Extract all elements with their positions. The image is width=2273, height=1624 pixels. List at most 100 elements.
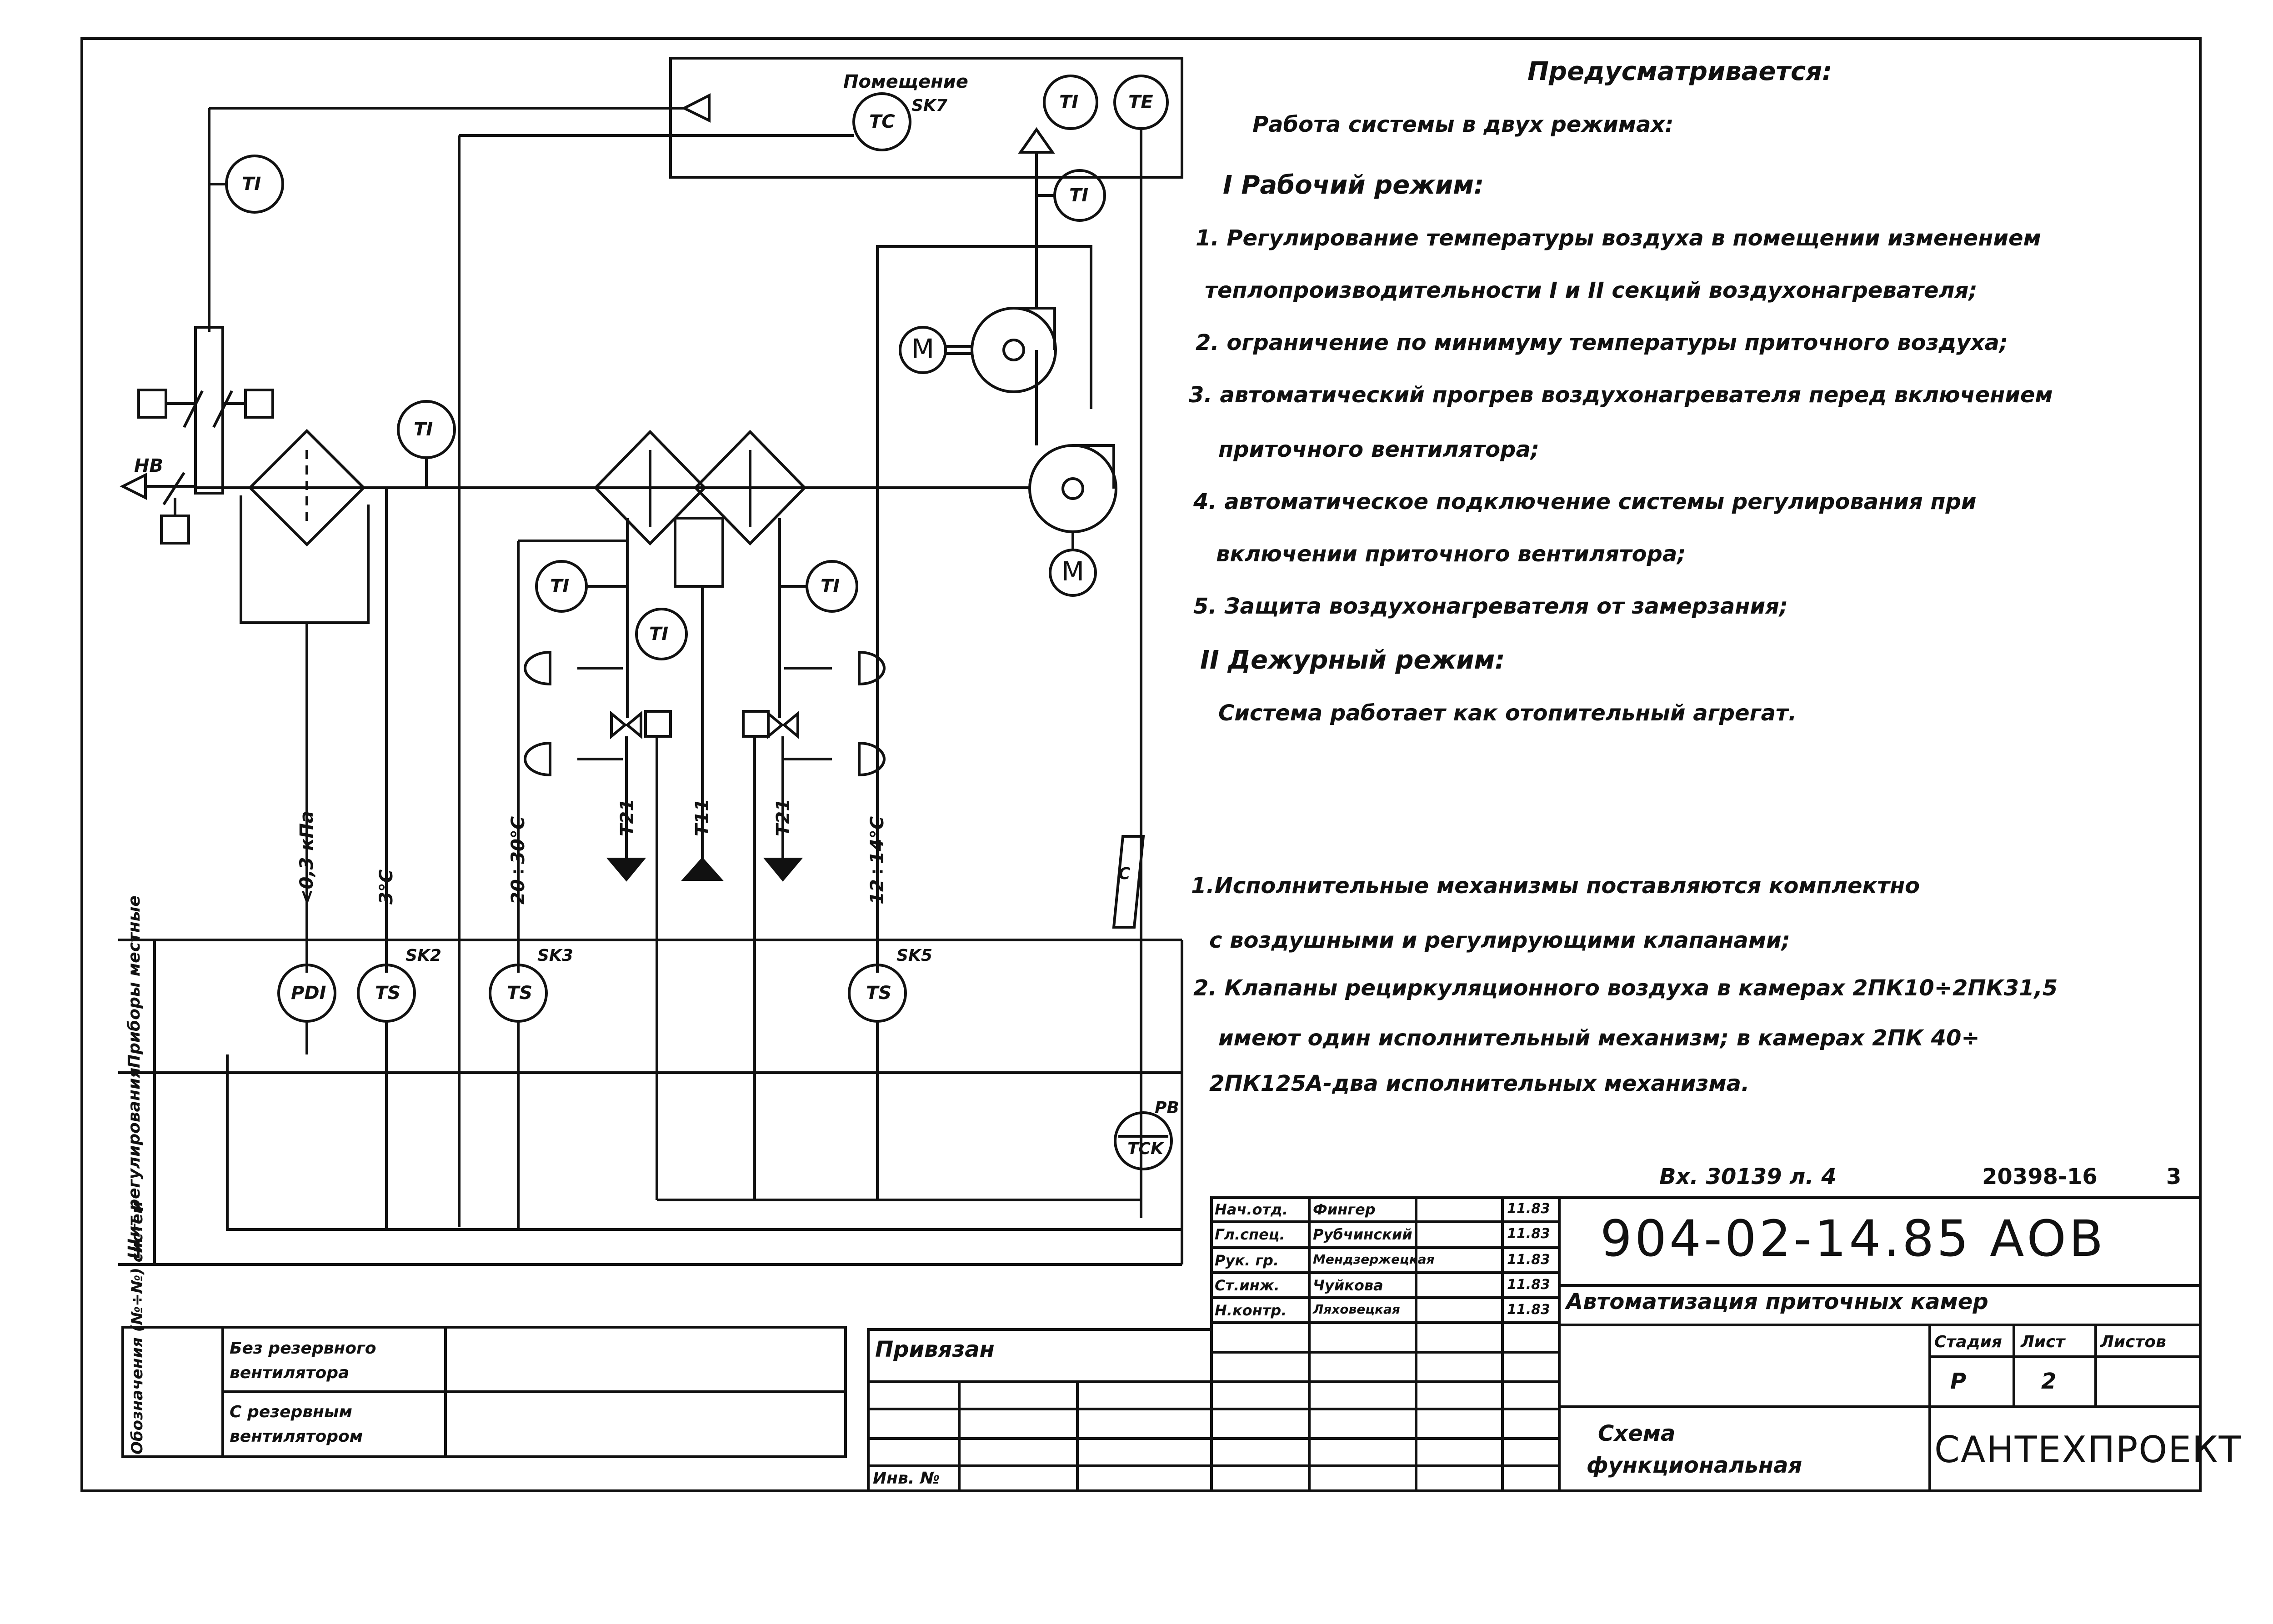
fan-lower — [1028, 444, 1117, 533]
drawing-name-2: функциональная — [1587, 1453, 1802, 1478]
sheet-ref: 3 — [2166, 1164, 2182, 1189]
ti-label-4: TI — [550, 576, 570, 597]
code-ref: 20398-16 — [1982, 1164, 2098, 1189]
organization: САНТЕХПРОЕКТ — [1934, 1429, 2242, 1471]
legend-row-1: Без резервного вентилятора — [230, 1339, 376, 1382]
sig-name-4: Чуйкова — [1313, 1277, 1383, 1294]
item-1b: теплопроизводительности I и II секций во… — [1205, 278, 1978, 303]
panel-bus-1 — [226, 1054, 1182, 1231]
note-2c: 2ПК125А-два исполнительных механизма. — [1209, 1071, 1750, 1096]
tc-label: TC — [869, 111, 895, 132]
item-1a: 1. Регулирование температуры воздуха в п… — [1196, 225, 2041, 251]
t21-right-label: Т21 — [773, 799, 794, 836]
sig-name-2: Рубчинский — [1313, 1226, 1412, 1243]
mode-1: I Рабочий режим: — [1223, 170, 1484, 200]
sig-date-3: 11.83 — [1507, 1252, 1550, 1268]
pdi-setpoint: <0,3 кПа — [296, 811, 317, 904]
item-2: 2. ограничение по минимуму температуры п… — [1196, 330, 2008, 355]
fan-lower-housing — [1073, 444, 1115, 489]
room-label: Помещение — [843, 71, 968, 92]
heater-return-header — [674, 517, 724, 588]
note-1a: 1.Исполнительные механизмы поставляются … — [1191, 873, 1920, 899]
control-valve-left — [610, 710, 642, 740]
drawing-name-1: Схема — [1598, 1421, 1676, 1446]
pump-right-1 — [858, 650, 886, 686]
air-heater-1 — [593, 430, 707, 546]
mode-2: II Дежурный режим: — [1200, 645, 1505, 675]
sk2-label: SK2 — [406, 946, 441, 965]
item-3a: 3. автоматический прогрев воздухонагрева… — [1189, 382, 2053, 408]
ts-label-sk3: TS — [507, 983, 533, 1004]
tck-label: TCK — [1127, 1139, 1163, 1158]
note-line-1: Работа системы в двух режимах: — [1252, 112, 1674, 137]
sk3-label: SK3 — [537, 946, 573, 965]
valve-actuator-right — [742, 710, 770, 738]
ti-label-1: TI — [242, 174, 261, 195]
legend-axis-label: Обозначения (№÷№) систем — [128, 1201, 146, 1454]
doc-number: 904-02-14.85 АОВ — [1600, 1209, 2106, 1268]
pb-label: PB — [1155, 1099, 1179, 1117]
supply-pipe-t21-left — [606, 858, 646, 882]
item-5: 5. Защита воздухонагревателя от замерзан… — [1193, 594, 1788, 619]
sig-name-1: Фингер — [1313, 1201, 1376, 1218]
motor-upper-label: М — [911, 333, 935, 364]
sig-name-3: Мендзержецкая — [1313, 1252, 1435, 1267]
sig-date-1: 11.83 — [1507, 1201, 1550, 1217]
note-2a: 2. Клапаны рециркуляционного воздуха в к… — [1193, 975, 2058, 1001]
sig-role-2: Гл.спец. — [1215, 1226, 1285, 1243]
sig-role-4: Ст.инж. — [1215, 1277, 1280, 1294]
motor-lower — [1049, 549, 1097, 597]
item-4b: включении приточного вентилятора; — [1216, 541, 1686, 567]
damper-actuator-1 — [137, 389, 167, 419]
sk7-label: SK7 — [911, 96, 947, 115]
ts2-setpoint: 3°C — [376, 869, 397, 904]
notes-header: Предусматривается: — [1527, 57, 1832, 86]
filter-pdi-loop — [240, 495, 370, 624]
nv-label: НВ — [134, 455, 163, 476]
ts3-setpoint: 20÷30°C — [508, 816, 529, 904]
sig-date-2: 11.83 — [1507, 1226, 1550, 1242]
te-room-label: TE — [1128, 92, 1153, 113]
sig-role-3: Рук. гр. — [1215, 1252, 1279, 1269]
item-3b: приточного вентилятора; — [1218, 437, 1540, 462]
damper-column — [194, 326, 224, 495]
ts5-setpoint: 12÷14°C — [867, 816, 888, 904]
t21-left-label: Т21 — [617, 799, 638, 836]
supply-pipe-t21-right — [763, 858, 803, 882]
sig-role-5: Н.контр. — [1215, 1302, 1287, 1319]
sk5-label: SK5 — [896, 946, 932, 965]
note-1b: с воздушными и регулирующими клапанами; — [1209, 928, 1790, 953]
legend-row-2: С резервным вентилятором — [230, 1403, 363, 1446]
mode-2-text: Система работает как отопительный агрега… — [1218, 700, 1797, 726]
sheets-label: Листов — [2100, 1333, 2166, 1351]
control-valve-right — [767, 710, 799, 740]
sig-name-5: Ляховецкая — [1313, 1302, 1400, 1317]
damper-actuator-2 — [244, 389, 274, 419]
air-heater-2 — [693, 430, 807, 546]
bound-label: Привязан — [875, 1337, 995, 1362]
ti-room-label: TI — [1059, 92, 1079, 113]
ts-label-sk2: TS — [375, 983, 401, 1004]
ti-return-middle — [635, 608, 688, 660]
ti-label-3: TI — [1069, 185, 1089, 206]
ti-label-6: TI — [821, 576, 840, 597]
sheet-value: 2 — [2041, 1369, 2057, 1394]
pump-left-1 — [524, 650, 551, 686]
ti-label-2: TI — [414, 419, 433, 440]
motor-lower-label: М — [1061, 556, 1085, 587]
ti-room-sensor — [1043, 75, 1098, 130]
outdoor-air-intake-icon — [120, 473, 147, 500]
ti-label-5: TI — [649, 624, 669, 645]
t11-label: Т11 — [692, 799, 713, 836]
sig-date-4: 11.83 — [1507, 1277, 1550, 1293]
note-2b: имеют один исполнительный механизм; в ка… — [1218, 1025, 1980, 1051]
tc-room-sensor — [852, 92, 911, 151]
air-filter — [248, 429, 366, 547]
row-label-local: Приборы местные — [125, 895, 144, 1068]
pdi-label: PDI — [291, 983, 326, 1004]
fan-upper — [971, 307, 1057, 393]
motor-upper — [899, 326, 947, 374]
inv-no-label: Инв. № — [873, 1469, 940, 1488]
